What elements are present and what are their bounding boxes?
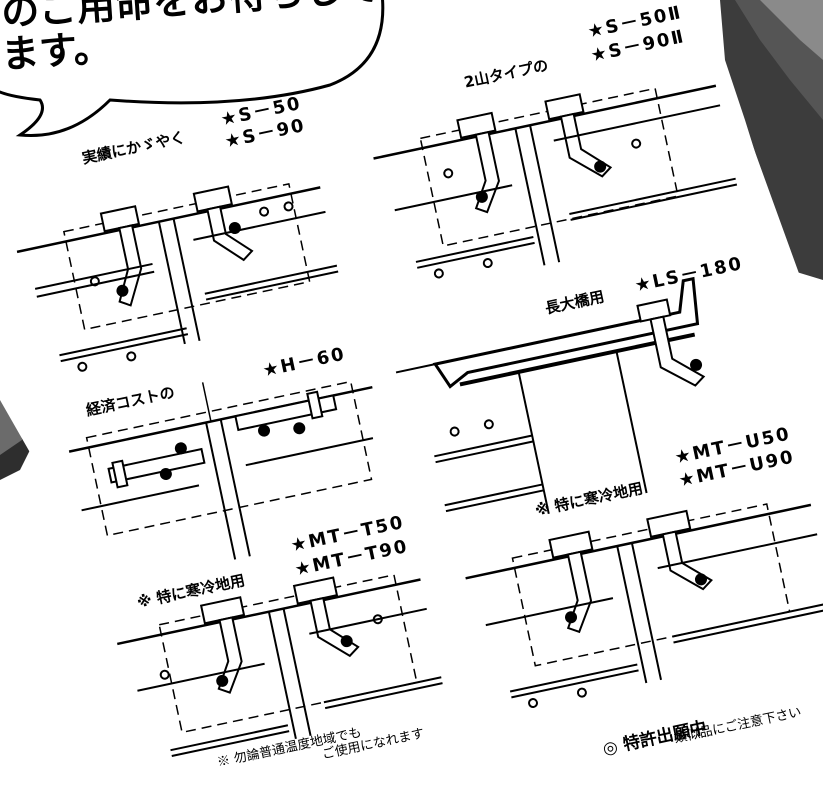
drawing-mtt — [116, 573, 443, 758]
drawing-h60 — [68, 380, 374, 560]
drawing-s50 — [16, 182, 339, 372]
drawing-ls180 — [395, 276, 706, 515]
drawing-s50ii — [373, 84, 738, 279]
drawing-mtu — [465, 503, 823, 709]
